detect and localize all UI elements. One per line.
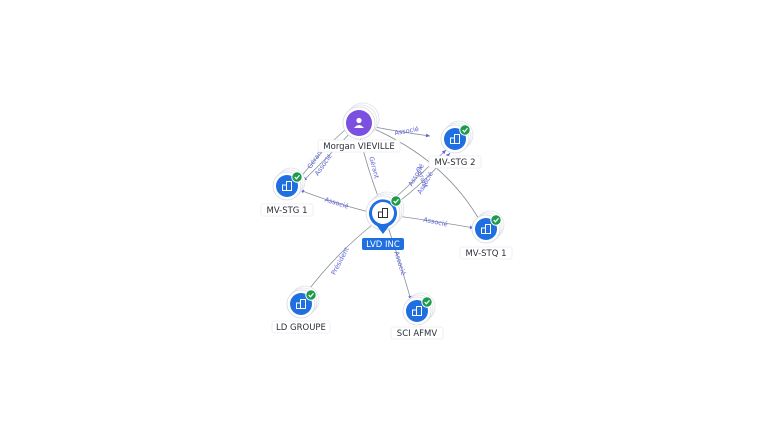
node-label: MV-STG 2 — [434, 158, 475, 168]
node-morgan[interactable]: Morgan VIEVILLE — [317, 102, 401, 153]
node-label: MV-STG 1 — [266, 206, 307, 216]
node-label: SCI AFMV — [397, 329, 438, 339]
edge-lvd-ldgroupe: Président — [306, 224, 373, 293]
node-label-box — [260, 203, 314, 217]
edge-line — [387, 226, 412, 301]
building-icon — [481, 224, 491, 234]
edge-morgan-mvstg2: Associé — [374, 125, 431, 138]
nodes-layer: Morgan VIEVILLE LVD INC MV-STG 2 MV-STG 1 MV… — [260, 102, 513, 340]
edge-line — [392, 149, 447, 201]
verified-check-icon — [390, 195, 402, 207]
node-label-box — [317, 139, 401, 153]
node-ldgroupe[interactable]: LD GROUPE — [271, 285, 331, 334]
building-icon — [412, 306, 422, 316]
node-label-box — [428, 155, 482, 169]
verified-check-icon — [459, 124, 471, 136]
edge-arrow — [425, 133, 430, 138]
edge-line — [306, 224, 373, 293]
edge-lvd-sciafmv: Associé — [387, 226, 412, 301]
node-mvstq1[interactable]: MV-STQ 1 — [459, 210, 513, 260]
node-label: LD GROUPE — [276, 323, 326, 333]
edge-line — [302, 130, 353, 182]
node-label-box — [362, 238, 404, 250]
node-label-box — [390, 326, 444, 340]
edge-label: Associé — [423, 216, 449, 229]
node-label-box — [459, 246, 513, 260]
verified-check-icon — [305, 289, 317, 301]
node-label: MV-STQ 1 — [465, 249, 506, 259]
building-icon — [378, 208, 388, 218]
edge-line — [396, 215, 475, 229]
node-mvstg2[interactable]: MV-STG 2 — [428, 120, 482, 169]
edge-lvd-mvstq1: Associé — [396, 215, 475, 230]
building-icon — [282, 181, 292, 191]
node-label-box — [271, 320, 331, 334]
edge-label: Associé — [392, 250, 407, 276]
verified-check-icon — [490, 214, 502, 226]
edge-label: Associé — [394, 125, 420, 137]
building-icon — [450, 134, 460, 144]
edge-line — [299, 189, 370, 213]
edge-line — [374, 126, 431, 137]
person-icon — [354, 117, 364, 128]
verified-check-icon — [291, 171, 303, 183]
edge-arrow — [441, 150, 446, 155]
node-mvstg1[interactable]: MV-STG 1 — [260, 167, 314, 217]
node-sciafmv[interactable]: SCI AFMV — [390, 292, 444, 340]
building-icon — [296, 299, 306, 309]
node-label: Morgan VIEVILLE — [323, 142, 394, 152]
edge-label: Gérant — [367, 156, 381, 180]
edge-morgan-mvstg1: Associé — [302, 130, 353, 182]
node-label: LVD INC — [366, 240, 400, 250]
node-lvd[interactable]: LVD INC — [362, 191, 405, 250]
edge-label: Associé — [324, 195, 350, 210]
verified-check-icon — [421, 296, 433, 308]
